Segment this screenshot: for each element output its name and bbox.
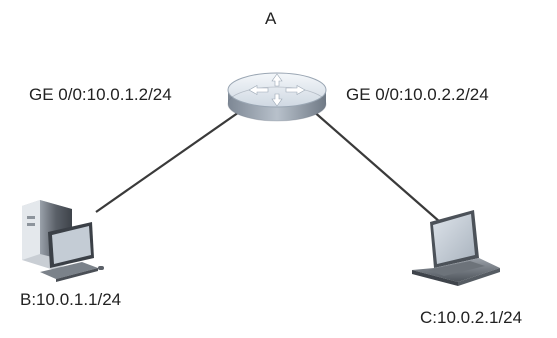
host-b-label: B:10.0.1.1/24 [20,290,122,309]
laptop-icon [412,210,500,286]
router-icon [227,72,327,122]
link-a-to-c [311,109,441,223]
router-arrows [248,73,306,107]
host-c-label: C:10.0.2.1/24 [420,308,523,327]
left-interface-label: GE 0/0:10.0.1.2/24 [29,85,172,104]
right-interface-label: GE 0/0:10.0.2.2/24 [346,85,489,104]
desktop-pc-icon [22,200,104,282]
router-label: A [265,9,277,28]
link-a-to-b [95,109,243,213]
